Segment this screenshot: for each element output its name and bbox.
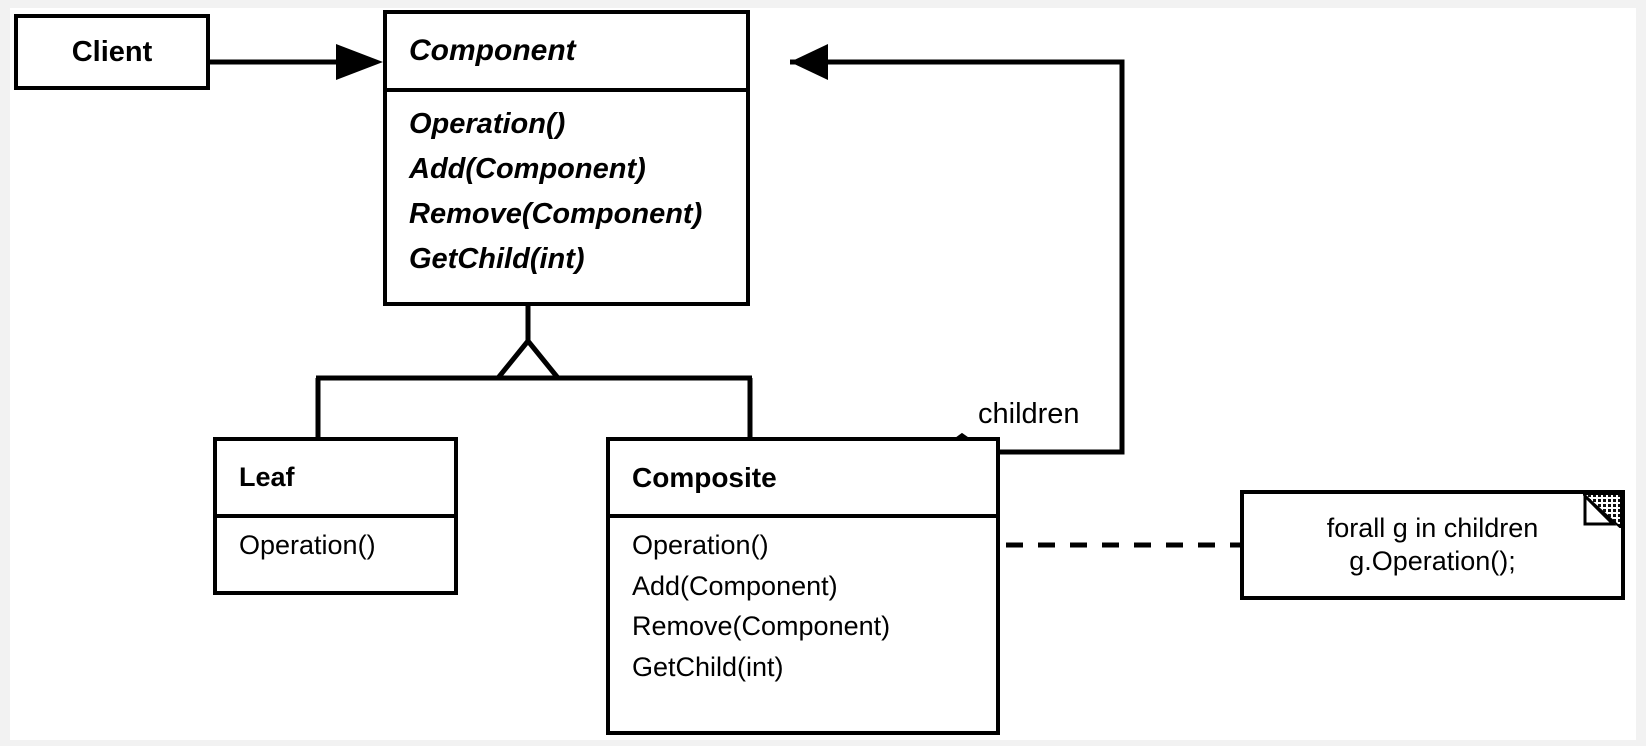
operation-item: Operation() — [409, 108, 566, 140]
class-divider-component — [387, 88, 746, 92]
page-edge-left — [0, 0, 10, 746]
association-client-component — [210, 44, 383, 80]
class-box-composite[interactable]: Composite Operation() Add(Component) Rem… — [606, 437, 1000, 735]
class-name-client: Client — [71, 35, 153, 68]
class-name-component: Component — [409, 34, 576, 67]
operation-item: Operation() — [239, 530, 376, 560]
operation-item: Operation() — [632, 530, 769, 560]
class-box-leaf[interactable]: Leaf Operation() — [213, 437, 458, 595]
class-name-composite: Composite — [632, 461, 777, 493]
operation-item: Remove(Component) — [632, 611, 891, 642]
association-label-children: children — [978, 398, 1080, 430]
note-fold-corner-icon — [1583, 494, 1621, 528]
class-name-leaf: Leaf — [239, 462, 295, 492]
class-divider-leaf — [217, 514, 454, 518]
operation-item: Remove(Component) — [409, 198, 703, 231]
note-body — [1240, 490, 1625, 600]
note-text: forall g in children g.Operation(); — [1240, 490, 1625, 600]
note-line: forall g in children — [1326, 513, 1539, 544]
operation-item: Add(Component) — [409, 153, 646, 186]
note-box[interactable]: forall g in children g.Operation(); — [1240, 490, 1625, 600]
operations-list-composite: Operation() Add(Component) Remove(Compon… — [610, 518, 996, 684]
operation-item: GetChild(int) — [409, 243, 585, 276]
note-line: g.Operation(); — [1349, 546, 1516, 576]
class-box-component[interactable]: Component Operation() Add(Component) Rem… — [383, 10, 750, 306]
generalization-tree — [315, 306, 753, 437]
class-divider-composite — [610, 514, 996, 518]
operations-list-leaf: Operation() — [217, 518, 454, 563]
page-edge-right — [1636, 0, 1646, 746]
operation-item: Add(Component) — [632, 570, 838, 601]
class-box-client[interactable]: Client — [14, 14, 210, 90]
operations-list-component: Operation() Add(Component) Remove(Compon… — [387, 92, 746, 278]
operation-item: GetChild(int) — [632, 651, 784, 682]
